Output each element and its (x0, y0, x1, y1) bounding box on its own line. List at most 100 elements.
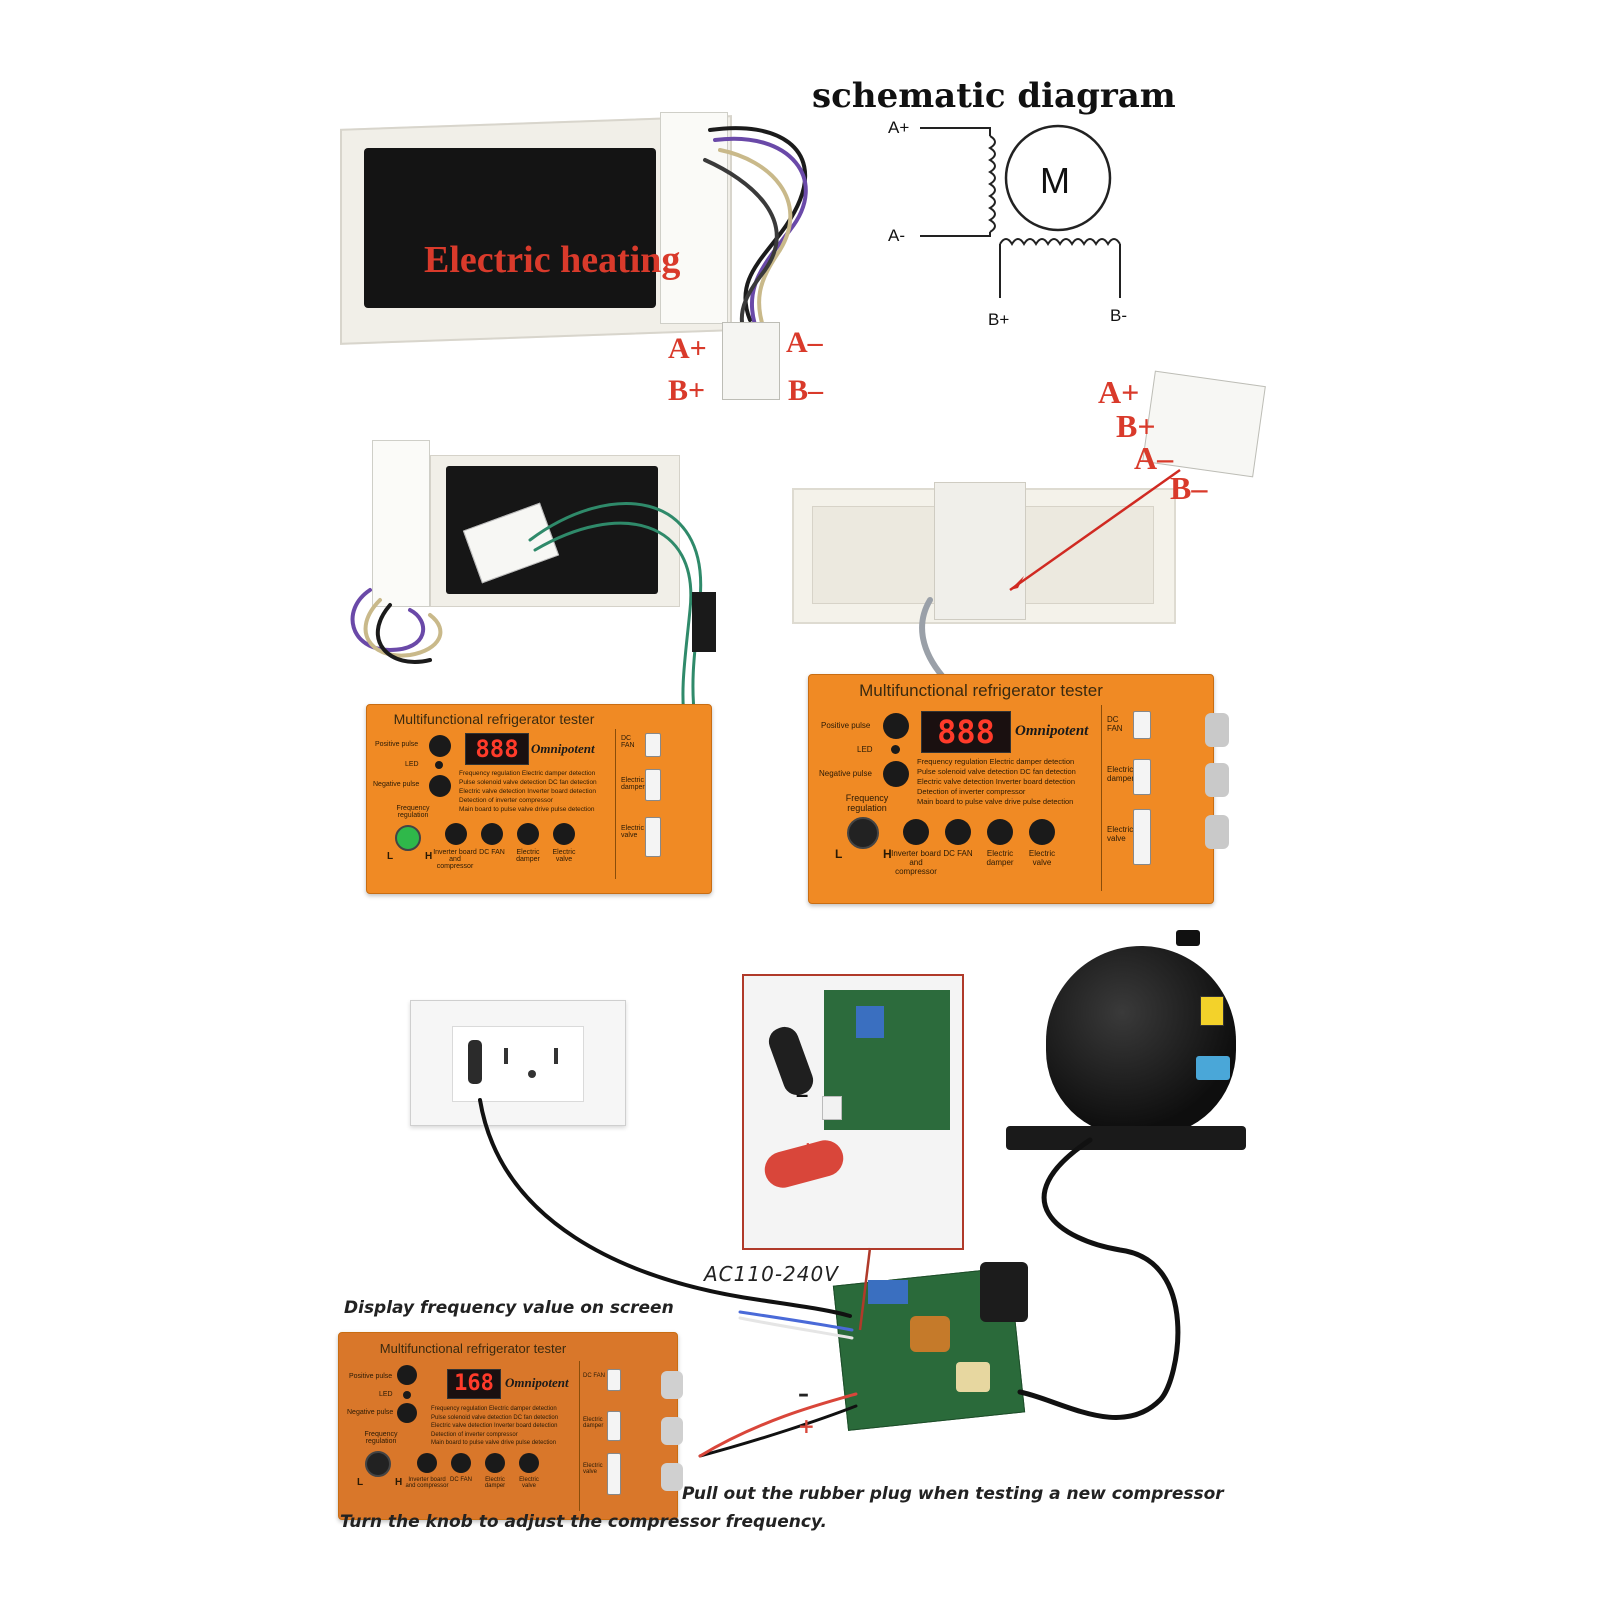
tester-description: Frequency regulation Electric damper det… (917, 757, 1076, 806)
tester-title: Multifunctional refrigerator tester (393, 711, 595, 727)
dc-fan-button[interactable] (481, 823, 503, 845)
port-dc-fan-label: DC FAN (583, 1373, 606, 1379)
led-label: LED (405, 761, 419, 768)
electric-valve-button-label: Electric valve (552, 849, 576, 863)
dc-fan-button[interactable] (945, 819, 971, 845)
port-dc-fan[interactable] (607, 1369, 621, 1391)
port-valve[interactable] (645, 817, 661, 857)
schematic-pin-b-minus: B- (1110, 306, 1127, 325)
inverter-button-label: Inverter board and compressor (891, 849, 941, 876)
led-label: LED (857, 745, 873, 754)
port-dc-fan-label: DC FAN (1107, 715, 1123, 733)
voltage-label: AC110-240V (704, 1262, 839, 1286)
electric-damper-button[interactable] (485, 1453, 505, 1473)
schematic-pin-a-plus: A+ (888, 118, 910, 137)
positive-pulse-label: Positive pulse (349, 1373, 393, 1380)
inverter-button[interactable] (445, 823, 467, 845)
inverter-button-label: Inverter board and compressor (405, 1477, 449, 1489)
pcb-inset: – + (742, 974, 964, 1250)
electric-valve-button[interactable] (553, 823, 575, 845)
inverter-button[interactable] (903, 819, 929, 845)
red-arrow (1009, 468, 1181, 592)
cable-gland-1 (661, 1371, 683, 1399)
electric-damper-button-label: Electric damper (986, 849, 1014, 867)
dc-fan-button-label: DC FAN (449, 1477, 472, 1483)
negative-pulse-indicator (883, 761, 909, 787)
positive-pulse-label: Positive pulse (375, 741, 419, 748)
frequency-knob[interactable] (395, 825, 421, 851)
cable-gland-3 (1205, 815, 1229, 849)
heater-pin-b-plus: B+ (668, 374, 706, 407)
electric-valve-button[interactable] (1029, 819, 1055, 845)
led-indicator (435, 761, 443, 769)
electric-damper-button-label: Electric damper (484, 1477, 506, 1489)
inset-minus: – (796, 1082, 809, 1107)
port-valve-label: Electric valve (621, 825, 644, 839)
port-dc-fan[interactable] (645, 733, 661, 757)
port-damper[interactable] (645, 769, 661, 801)
port-damper-label: Electric damper (583, 1417, 604, 1429)
schematic-pin-b-plus: B+ (988, 310, 1010, 329)
negative-pulse-indicator (429, 775, 451, 797)
inverter-button[interactable] (417, 1453, 437, 1473)
motor-schematic (920, 124, 1121, 298)
connector-pin-a-minus: A– (1134, 440, 1174, 476)
port-valve[interactable] (1133, 809, 1151, 865)
electric-damper-button[interactable] (517, 823, 539, 845)
tester-right: Multifunctional refrigerator tester Posi… (808, 674, 1229, 904)
negative-pulse-label: Negative pulse (819, 769, 872, 778)
frequency-label: Frequency regulation (396, 805, 430, 819)
brand-label: Omnipotent (531, 741, 595, 756)
dc-fan-button-label: DC FAN (479, 849, 505, 856)
knob-high: H (425, 851, 433, 862)
positive-pulse-indicator (883, 713, 909, 739)
knob-high: H (883, 847, 892, 861)
heater-wires (703, 126, 808, 347)
negative-pulse-label: Negative pulse (373, 781, 420, 788)
frequency-display: 888 (921, 711, 1011, 753)
caption-turn-knob: Turn the knob to adjust the compressor f… (340, 1512, 827, 1532)
electric-valve-button-label: Electric valve (1028, 849, 1056, 867)
positive-pulse-indicator (397, 1365, 417, 1385)
bottom-minus: – (798, 1382, 809, 1407)
knob-low: L (387, 851, 394, 862)
electric-damper-button[interactable] (987, 819, 1013, 845)
inset-plus: + (802, 1138, 814, 1160)
brand-label: Omnipotent (505, 1375, 569, 1390)
connector-pin-b-plus: B+ (1116, 408, 1156, 444)
cable-gland-2 (661, 1417, 683, 1445)
heater-pin-a-minus: A– (786, 326, 823, 359)
bottom-plus: + (798, 1414, 815, 1438)
frequency-knob[interactable] (847, 817, 879, 849)
port-dc-fan[interactable] (1133, 711, 1151, 739)
brand-label: Omnipotent (1015, 723, 1089, 739)
knob-high: H (395, 1477, 403, 1488)
port-dc-fan-label: DC FAN (621, 735, 635, 749)
electric-damper-button-label: Electric damper (516, 849, 540, 863)
negative-pulse-indicator (397, 1403, 417, 1423)
tester-description: Frequency regulation Electric damper det… (431, 1406, 559, 1446)
port-damper[interactable] (607, 1411, 621, 1441)
schematic-title: schematic diagram (812, 76, 1176, 116)
caption-display-frequency: Display frequency value on screen (344, 1298, 674, 1318)
plug (468, 1040, 482, 1084)
knob-low: L (357, 1477, 364, 1488)
frequency-knob[interactable] (365, 1451, 391, 1477)
port-damper[interactable] (1133, 759, 1151, 795)
heater-label: Electric heating (424, 239, 681, 281)
frequency-display: 168 (447, 1369, 501, 1399)
frequency-label: Frequency regulation (364, 1431, 398, 1445)
heater-pin-a-plus: A+ (668, 332, 707, 365)
port-valve-label: Electric valve (1107, 825, 1134, 843)
schematic-pin-a-minus: A- (888, 226, 905, 245)
tester-title: Multifunctional refrigerator tester (859, 681, 1103, 700)
motor-label: M (1040, 160, 1070, 201)
negative-pulse-label: Negative pulse (347, 1409, 394, 1416)
electric-valve-button[interactable] (519, 1453, 539, 1473)
cable-gland-2 (1205, 763, 1229, 797)
inverter-button-label: Inverter board and compressor (433, 849, 477, 870)
led-indicator (403, 1391, 411, 1399)
port-valve[interactable] (607, 1453, 621, 1495)
dc-fan-button[interactable] (451, 1453, 471, 1473)
